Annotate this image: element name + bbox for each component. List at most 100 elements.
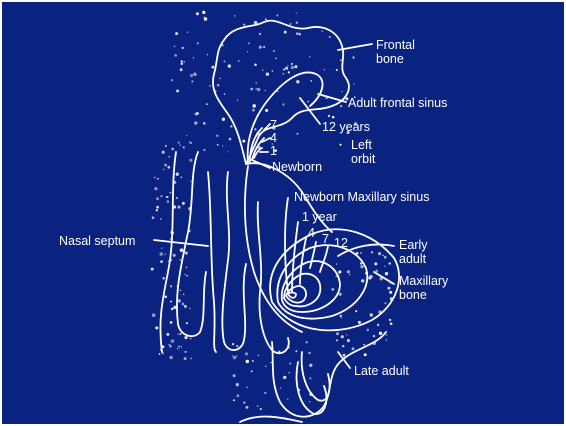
stipple-dot [254,64,257,67]
stipple-dot [185,274,186,275]
stipple-dot [361,279,364,282]
stipple-dot [190,338,192,340]
stipple-dot [152,313,156,317]
stipple-dot [310,80,312,82]
stipple-dot [329,36,331,38]
stipple-dot [287,65,288,66]
stipple-dot [285,67,288,70]
stipple-dot [228,64,231,67]
stipple-dot [175,32,178,35]
stipple-dot [183,294,184,295]
stipple-dot [354,83,355,84]
stipple-dot [308,352,311,355]
label-maxillary-bone: Maxillary bone [399,274,448,302]
stipple-dot [347,339,350,342]
stipple-dot [283,69,285,71]
stipple-dot [168,166,171,169]
stipple-dot [386,334,388,336]
stipple-dot [217,84,220,87]
stipple-dot [152,216,155,219]
stipple-dot [369,275,373,279]
stipple-dot [309,56,310,57]
stipple-dot [358,321,361,324]
stipple-dot [283,73,284,74]
label-early-adult: Early adult [399,238,427,266]
stipple-dot [347,270,350,273]
stipple-dot [389,262,391,264]
stipple-dot [340,59,342,61]
stipple-dot [184,305,187,308]
stipple-dot [264,90,265,91]
stipple-dot [252,104,256,108]
stipple-dot [176,173,177,174]
stipple-dot [157,178,159,180]
stipple-dot [217,144,219,146]
stipple-dot [187,31,189,33]
stipple-dot [332,116,335,119]
stipple-dot [288,71,290,73]
stipple-dot [252,360,254,362]
stipple-dot [233,356,236,359]
stipple-dot [287,398,288,399]
stipple-dot [185,351,187,353]
stipple-dot [341,335,344,338]
stipple-dot [191,80,193,82]
nasal-septum-line [208,172,216,352]
stipple-dot [294,65,297,68]
label-newborn-maxillary-sinus: Newborn Maxillary sinus [294,190,429,204]
stipple-dot [164,164,167,167]
stipple-dot [179,333,181,335]
stipple-dot [169,356,172,359]
stipple-dot [186,275,188,277]
label-frontal-bone: Frontal bone [376,38,415,66]
stipple-dot [246,406,249,409]
stipple-dot [349,274,350,275]
stipple-dot [262,69,263,70]
stipple-dot [264,392,266,394]
stipple-dot [180,68,183,71]
stipple-dot [184,336,187,339]
stipple-dot [270,362,271,363]
stipple-dot [174,54,177,57]
stipple-dot [256,88,257,89]
stipple-dot [194,121,197,124]
stipple-dot [209,85,211,87]
stipple-dot [171,148,174,151]
stipple-dot [364,353,367,356]
stipple-dot [190,180,192,182]
stipple-dot [298,33,301,36]
stipple-dot [245,352,248,355]
stipple-dot [273,50,275,52]
stipple-dot [259,33,261,35]
stipple-dot [247,51,248,52]
label-adult-frontal-sinus: Adult frontal sinus [348,96,447,110]
stipple-dot [183,61,185,63]
stipple-dot [309,377,311,379]
stipple-dot [203,122,206,125]
stipple-dot [295,350,297,352]
stipple-dot [246,360,249,363]
stipple-dot [165,296,168,299]
stipple-dot [297,133,299,135]
stipple-dot [342,345,344,347]
stipple-dot [266,73,269,76]
stipple-dot [178,346,180,348]
stipple-dot [193,57,194,58]
stipple-dot [178,142,180,144]
stipple-dot [154,177,155,178]
label-left-orbit: Left orbit [351,138,375,166]
stipple-dot [166,196,168,198]
stipple-dot [170,321,173,324]
stipple-dot [307,101,309,103]
stipple-dot [289,362,291,364]
stipple-dot [182,47,184,49]
stipple-dot [181,303,184,306]
stipple-dot [379,332,380,333]
stipple-dot [332,289,334,291]
stipple-dot [234,15,235,16]
stipple-dot [246,386,248,388]
label-nasal-septum: Nasal septum [59,234,135,248]
stipple-dot [180,248,183,251]
stipple-dot [229,138,232,141]
